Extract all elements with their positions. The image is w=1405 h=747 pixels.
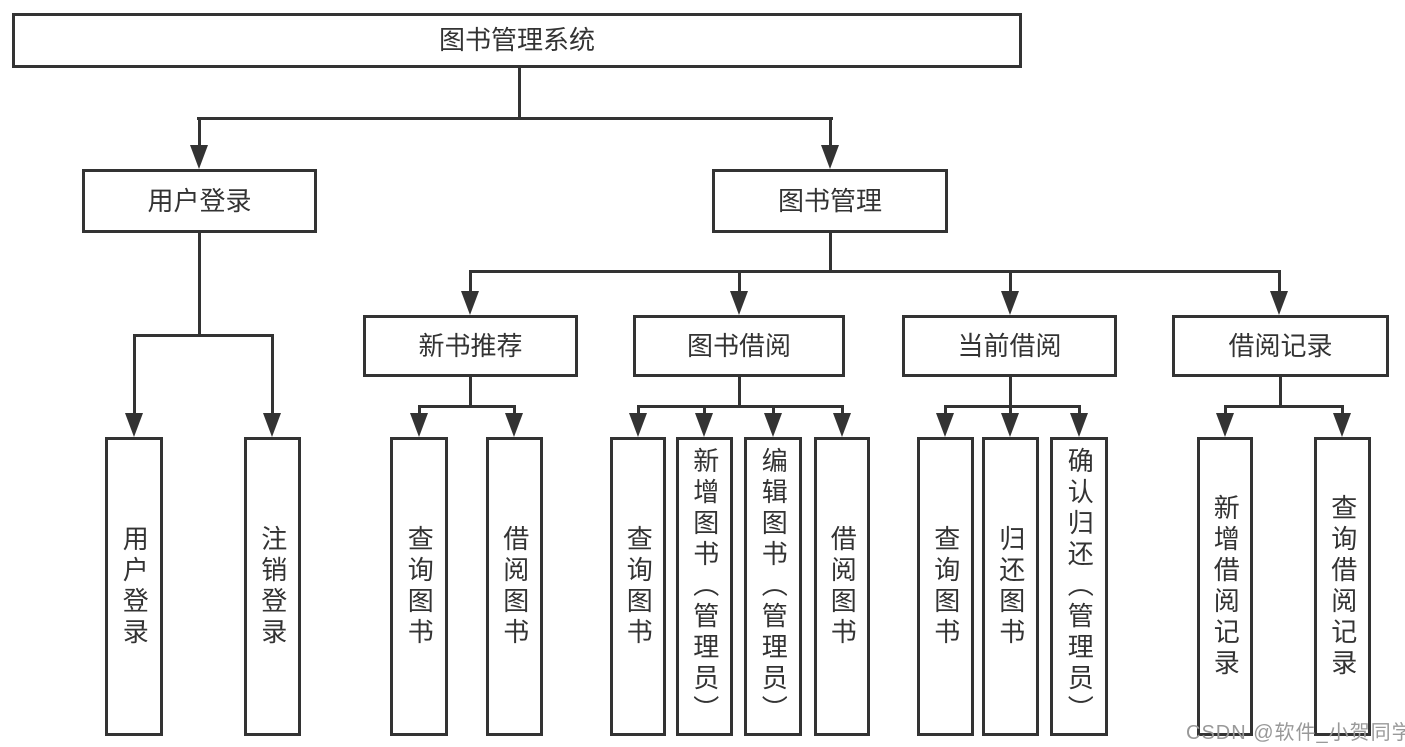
connector-book-borrow-distributor [638, 405, 844, 408]
arrowhead-bb-borrow [833, 413, 851, 437]
connector-drop-cb-return [1009, 405, 1012, 415]
arrowhead-rec-borrow [505, 413, 523, 437]
arrowhead-bb-add [695, 413, 713, 437]
arrowhead-cb-confirm [1070, 413, 1088, 437]
connector-drop-book-borrow [738, 270, 741, 292]
connector-current-distributor [945, 405, 1080, 408]
arrowhead-br-add [1216, 413, 1234, 437]
leaf-rec-query-books: 查询图书 [390, 437, 448, 736]
connector-current-stem [1009, 376, 1012, 408]
leaf-user-logout: 注销登录 [244, 437, 301, 736]
node-new-book-rec: 新书推荐 [363, 315, 578, 377]
leaf-user-login: 用户登录 [105, 437, 163, 736]
leaf-cb-confirm-return-label: 确认归还（管理员） [1064, 447, 1095, 726]
connector-user-distributor [133, 334, 274, 337]
leaf-bb-add-books-label: 新增图书（管理员） [689, 447, 720, 726]
arrowhead-user-login [190, 145, 208, 169]
leaf-bb-edit-books: 编辑图书（管理员） [744, 437, 802, 736]
arrowhead-new-book-rec [461, 291, 479, 315]
arrowhead-book-borrow [730, 291, 748, 315]
leaf-bb-borrow-books-label: 借阅图书 [827, 524, 858, 649]
node-current-borrow: 当前借阅 [902, 315, 1117, 377]
leaf-rec-borrow-books-label: 借阅图书 [499, 524, 530, 649]
leaf-cb-confirm-return: 确认归还（管理员） [1050, 437, 1108, 736]
connector-drop-current-borrow [1009, 270, 1012, 292]
node-root: 图书管理系统 [12, 13, 1022, 68]
node-user-login: 用户登录 [82, 169, 317, 233]
leaf-user-logout-label: 注销登录 [257, 524, 288, 649]
arrowhead-rec-query [410, 413, 428, 437]
arrowhead-leaf-user-login [125, 413, 143, 437]
connector-drop-cb-confirm [1078, 405, 1081, 415]
connector-drop-book-mgmt [829, 117, 832, 147]
node-new-book-rec-label: 新书推荐 [418, 330, 523, 361]
leaf-user-login-label: 用户登录 [119, 524, 150, 649]
connector-book-mgmt-stem [829, 233, 832, 273]
leaf-rec-borrow-books: 借阅图书 [486, 437, 543, 736]
arrowhead-leaf-user-logout [263, 413, 281, 437]
connector-user-stem [198, 233, 201, 337]
connector-drop-new-book-rec [469, 270, 472, 292]
connector-drop-rec-query [418, 405, 421, 415]
arrowhead-bb-query [629, 413, 647, 437]
connector-drop-leaf-user-login [133, 334, 136, 414]
connector-drop-bb-add [703, 405, 706, 415]
leaf-bb-add-books: 新增图书（管理员） [676, 437, 733, 736]
leaf-br-query-record: 查询借阅记录 [1314, 437, 1371, 736]
leaf-cb-return-books: 归还图书 [982, 437, 1039, 736]
connector-drop-rec-borrow [513, 405, 516, 415]
connector-drop-br-add [1224, 405, 1227, 415]
node-book-borrow: 图书借阅 [633, 315, 845, 377]
leaf-bb-edit-books-label: 编辑图书（管理员） [758, 447, 789, 726]
node-user-login-label: 用户登录 [147, 185, 252, 216]
arrowhead-current-borrow [1001, 291, 1019, 315]
connector-records-distributor [1225, 405, 1343, 408]
connector-book-borrow-stem [738, 376, 741, 408]
connector-drop-user-login [198, 117, 201, 147]
leaf-br-add-record: 新增借阅记录 [1197, 437, 1253, 736]
node-borrow-records: 借阅记录 [1172, 315, 1389, 377]
connector-drop-bb-edit [772, 405, 775, 415]
connector-drop-br-query [1341, 405, 1344, 415]
connector-new-rec-distributor [419, 405, 516, 408]
leaf-bb-query-books: 查询图书 [610, 437, 666, 736]
connector-drop-bb-query [637, 405, 640, 415]
leaf-cb-return-books-label: 归还图书 [995, 524, 1026, 649]
connector-l2-distributor [197, 117, 833, 120]
connector-l3-distributor [470, 270, 1281, 273]
arrowhead-cb-return [1001, 413, 1019, 437]
node-current-borrow-label: 当前借阅 [957, 330, 1062, 361]
leaf-cb-query-books-label: 查询图书 [930, 524, 961, 649]
csdn-watermark: CSDN @软件_小贺同学 [1186, 722, 1405, 744]
connector-drop-leaf-user-logout [271, 334, 274, 414]
arrowhead-br-query [1333, 413, 1351, 437]
node-book-mgmt: 图书管理 [712, 169, 948, 233]
connector-root-stem [518, 66, 521, 120]
node-root-label: 图书管理系统 [438, 25, 595, 56]
connector-drop-bb-borrow [841, 405, 844, 415]
leaf-br-add-record-label: 新增借阅记录 [1210, 493, 1241, 680]
leaf-br-query-record-label: 查询借阅记录 [1327, 493, 1358, 680]
node-borrow-records-label: 借阅记录 [1228, 330, 1333, 361]
connector-drop-borrow-records [1278, 270, 1281, 292]
arrowhead-borrow-records [1270, 291, 1288, 315]
connector-new-rec-stem [469, 376, 472, 408]
arrowhead-cb-query [936, 413, 954, 437]
connector-drop-cb-query [944, 405, 947, 415]
leaf-bb-borrow-books: 借阅图书 [814, 437, 870, 736]
node-book-borrow-label: 图书借阅 [686, 330, 791, 361]
arrowhead-bb-edit [764, 413, 782, 437]
leaf-rec-query-books-label: 查询图书 [404, 524, 435, 649]
leaf-bb-query-books-label: 查询图书 [623, 524, 654, 649]
arrowhead-book-mgmt [821, 145, 839, 169]
leaf-cb-query-books: 查询图书 [917, 437, 974, 736]
node-book-mgmt-label: 图书管理 [777, 185, 882, 216]
connector-records-stem [1279, 376, 1282, 408]
